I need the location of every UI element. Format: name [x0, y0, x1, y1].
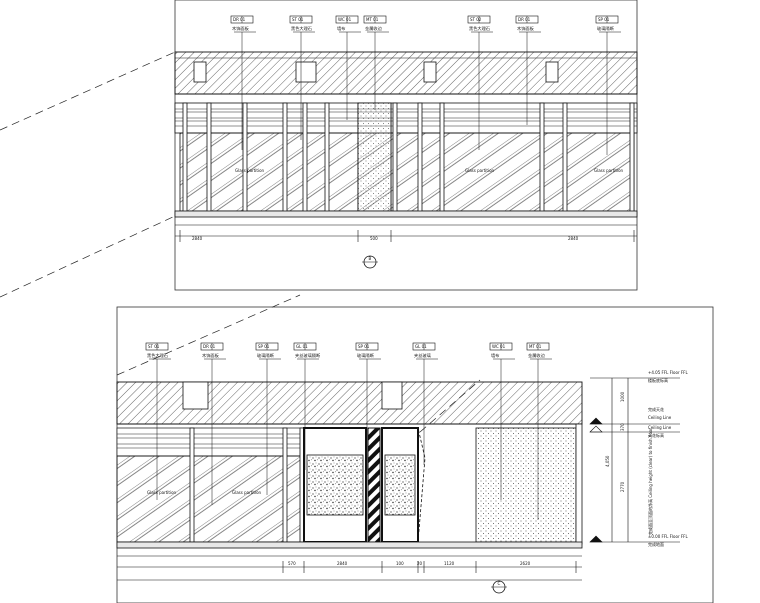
level-sub-2: Ceiling Line — [648, 415, 672, 420]
level-label-4: ±0.00 FFL Floor FFL — [648, 534, 688, 539]
top-elevation: 2840 500 2840 B Glass partition Glass pa… — [0, 0, 638, 298]
material-label: 墙布 — [491, 352, 499, 359]
material-tag: ST 01 黑色大理石 — [289, 15, 315, 140]
material-label: 玻璃隔断 — [357, 352, 375, 359]
level-dim-2: 370 — [620, 423, 625, 431]
material-tag: DR 01 木饰面板 — [515, 15, 541, 125]
material-tag: WC 01 墙布 — [489, 342, 515, 500]
material-code: DR 01 — [518, 17, 531, 22]
material-label: 夹丝玻璃 — [414, 352, 431, 359]
material-tag: GL 01 夹丝玻璃隔断 — [293, 342, 321, 470]
bottom-elevation: 570 2840 100 20 1120 2620 C Glass partit… — [116, 294, 714, 603]
level-dim-1: 1000 — [620, 391, 625, 402]
material-label: 金属收边 — [365, 25, 383, 32]
bottom-dim-3: 100 — [396, 561, 404, 566]
material-label: 木饰面板 — [202, 352, 220, 359]
material-code: MT 01 — [366, 17, 379, 22]
bottom-material-tags: ST 01 黑色大理石 DR 01 木饰面板 SP 01 玻璃隔断 GL 01 夹丝玻璃隔断 S… — [145, 342, 552, 520]
bottom-section-symbol: C — [491, 580, 507, 594]
svg-text:B: B — [369, 256, 372, 261]
bottom-striped-column — [367, 427, 381, 543]
material-code: SP 01 — [598, 17, 610, 22]
top-panel-note-3: Glass partition — [594, 168, 624, 173]
top-dotted-column — [357, 102, 392, 214]
material-code: ST 01 — [148, 344, 160, 349]
top-leader-dashed-2 — [0, 215, 176, 298]
bottom-dim-1: 570 — [288, 561, 296, 566]
material-code: GL 01 — [415, 344, 427, 349]
material-tag: WC 01 墙布 — [335, 15, 361, 120]
material-tag: ST 01 黑色大理石 — [145, 342, 171, 500]
bottom-ceiling-band — [116, 427, 305, 457]
bottom-glass-left — [116, 455, 305, 543]
svg-text:C: C — [498, 581, 501, 586]
bottom-dimension-line — [117, 561, 582, 581]
top-material-tags: DR 01 木饰面板 ST 01 黑色大理石 WC 01 墙布 MT 01 金属收边 ST 02… — [230, 15, 621, 155]
material-label: 玻璃隔断 — [597, 25, 615, 32]
material-tag: SP 01 玻璃隔断 — [255, 342, 281, 495]
material-label: 黑色大理石 — [291, 25, 312, 32]
level-label-2: 完成天花 — [648, 406, 664, 412]
material-label: 木饰面板 — [232, 25, 250, 32]
material-label: 黑色大理石 — [469, 25, 490, 32]
level-markers — [589, 377, 680, 543]
material-code: DR 01 — [203, 344, 216, 349]
bottom-beams — [182, 381, 403, 410]
level-label-1: +4.05 FFL Floor FFL — [648, 370, 688, 375]
bottom-leader-dashed-1 — [116, 294, 301, 376]
material-label: 墙布 — [337, 25, 345, 32]
level-sub-3: 天花标高 — [648, 432, 664, 438]
material-label: 木饰面板 — [517, 25, 535, 32]
top-dimension-line — [175, 230, 637, 242]
bottom-dim-4: 20 — [417, 561, 423, 566]
material-tag: DR 01 木饰面板 — [200, 342, 226, 505]
bottom-dim-5: 1120 — [444, 561, 455, 566]
level-dim-3: 2770 — [620, 481, 625, 492]
bottom-panel-note-2: Glass partition — [232, 490, 262, 495]
material-tag: MT 01 金属收边 — [526, 342, 552, 520]
material-code: WC 01 — [492, 344, 506, 349]
material-tag: SP 01 玻璃隔断 — [355, 342, 381, 475]
material-tag: MT 01 金属收边 — [363, 15, 389, 110]
top-dim-2: 500 — [370, 236, 378, 241]
material-label: 金属收边 — [528, 352, 546, 359]
material-tag: GL 01 夹丝玻璃 — [412, 342, 438, 465]
top-glass-wall — [179, 132, 635, 212]
material-label: 黑色大理石 — [147, 352, 168, 359]
top-panel-note-2: Glass partition — [465, 168, 495, 173]
bottom-floor — [116, 541, 583, 549]
level-label-3: Ceiling Line — [648, 425, 672, 430]
level-sub-4: 完成地面 — [648, 541, 664, 547]
bottom-stone-panel — [306, 454, 364, 516]
top-dim-1: 2840 — [192, 236, 203, 241]
material-code: ST 01 — [292, 17, 304, 22]
material-label: 夹丝玻璃隔断 — [295, 352, 321, 359]
top-section-symbol: B — [362, 255, 378, 269]
material-tag: DR 01 木饰面板 — [230, 15, 256, 150]
material-code: GL 01 — [296, 344, 308, 349]
top-sheet-border — [174, 0, 638, 291]
bottom-dim-2: 2840 — [337, 561, 348, 566]
material-code: ST 02 — [470, 17, 482, 22]
top-dim-3: 2840 — [568, 236, 579, 241]
material-code: DR 01 — [233, 17, 246, 22]
bottom-stone-panel-2 — [384, 454, 416, 516]
level-dim-4: 4,050 — [605, 455, 610, 467]
material-code: MT 01 — [529, 344, 542, 349]
level-side-note: 完成面至顶面的净高 Ceiling height (clear) to fini… — [647, 428, 653, 535]
top-leader-dashed-1 — [0, 51, 176, 131]
material-code: SP 01 — [358, 344, 370, 349]
bottom-panel-note-1: Glass partition — [147, 490, 177, 495]
bottom-dotted-wall — [475, 427, 577, 543]
bottom-dim-6: 2620 — [520, 561, 531, 566]
top-panel-note-1: Glass partition — [235, 168, 265, 173]
material-tag: ST 02 黑色大理石 — [467, 15, 493, 150]
material-label: 玻璃隔断 — [257, 352, 275, 359]
material-tag: SP 01 玻璃隔断 — [595, 15, 621, 155]
material-code: SP 01 — [258, 344, 270, 349]
material-code: WC 01 — [338, 17, 352, 22]
top-floor — [174, 210, 638, 218]
level-sub-1: 楼板底标高 — [648, 377, 668, 383]
